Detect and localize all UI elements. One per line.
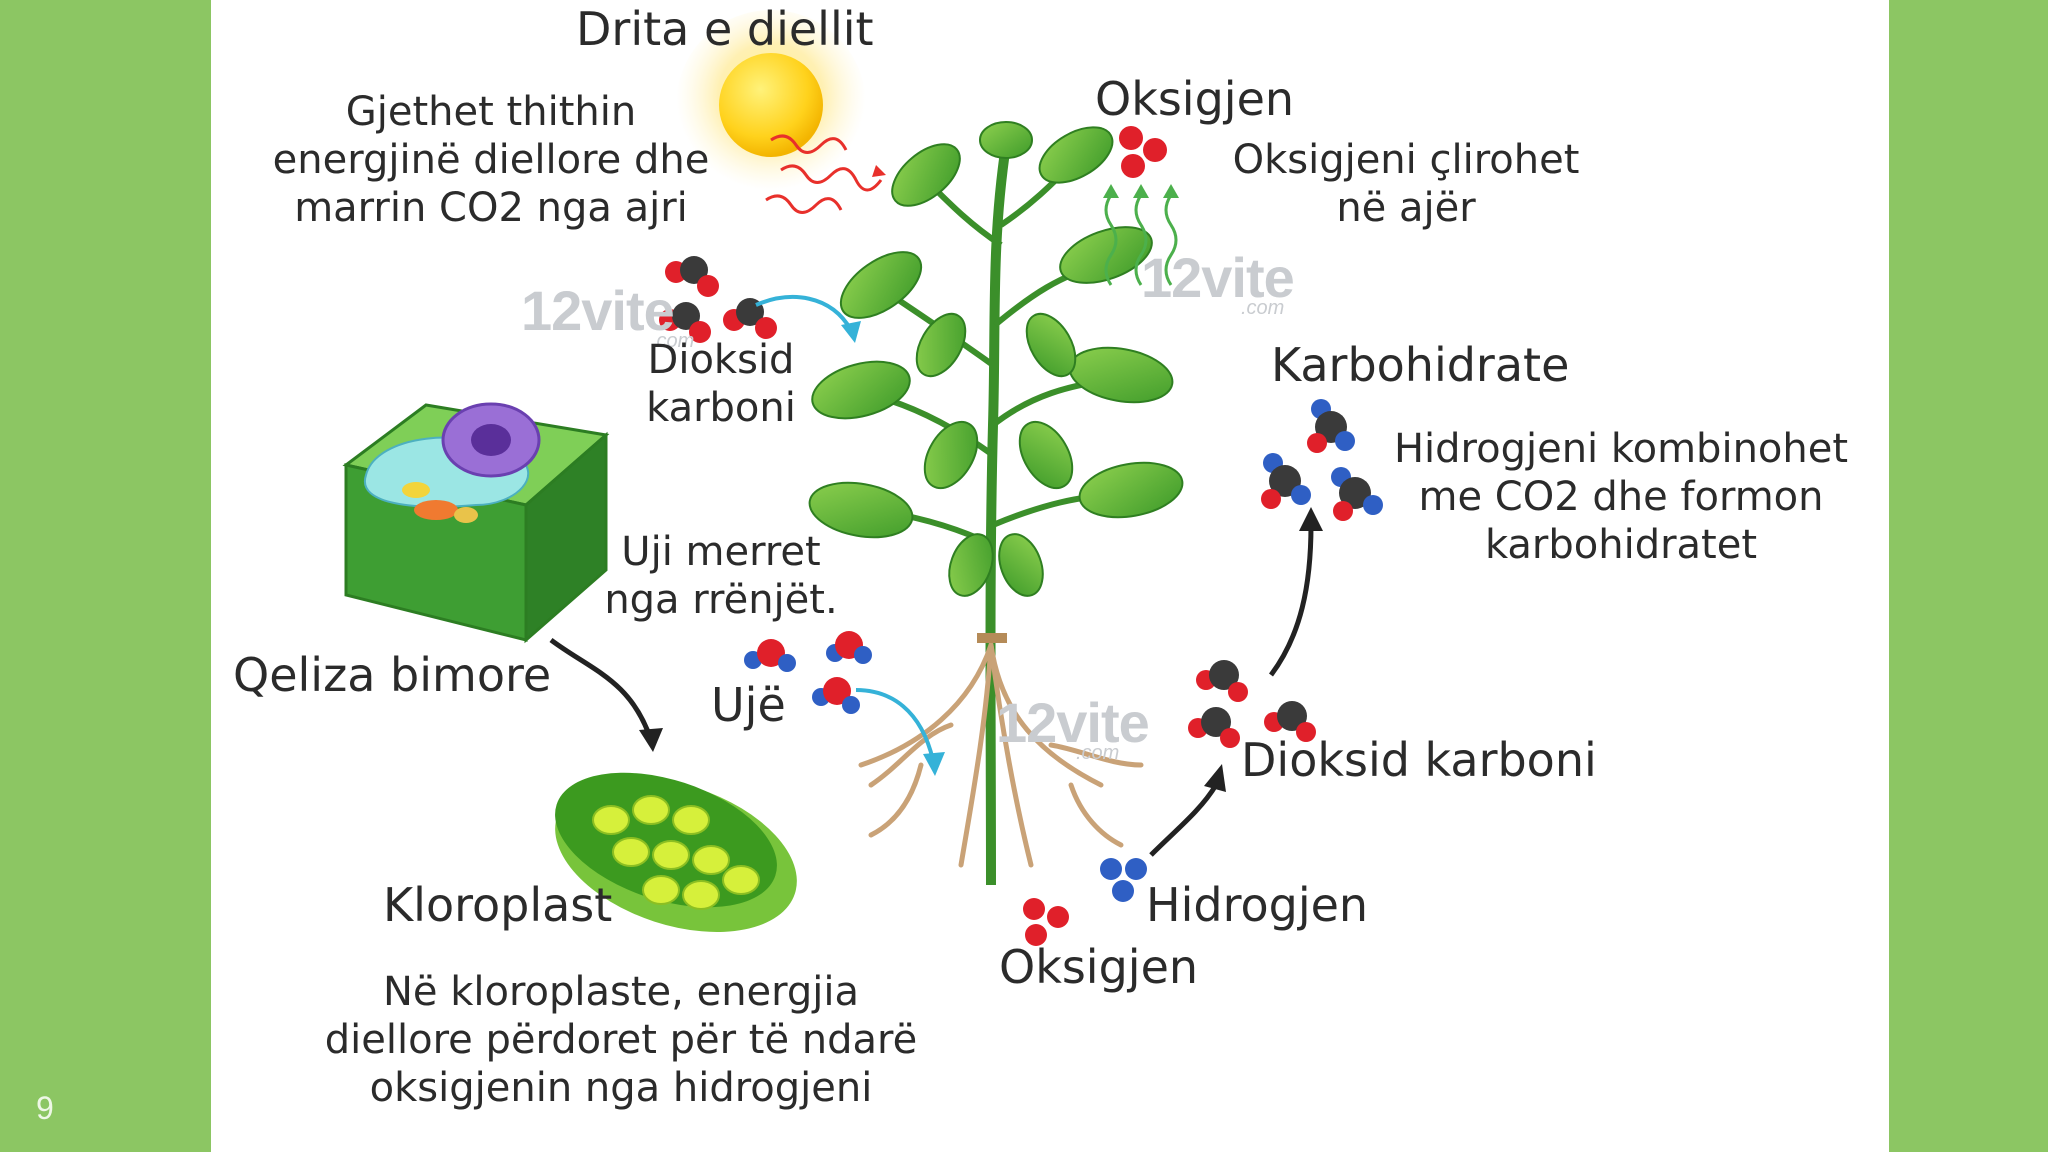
arrow-water-to-root xyxy=(855,688,945,776)
label-leaves-absorb: Gjethet thithin energjinë diellore dhe m… xyxy=(272,89,710,231)
co2-molecules-left xyxy=(659,256,777,343)
watermark-middle: 12vite .com xyxy=(996,691,1150,764)
label-hydrogen-combines: Hidrogjeni kombinohet me CO2 dhe formon … xyxy=(1393,426,1849,568)
oxygen-molecules-top xyxy=(1119,126,1167,178)
arrow-hydrogen-to-co2 xyxy=(1149,764,1226,857)
hydrogen-molecules xyxy=(1100,858,1147,902)
water-molecules xyxy=(744,631,872,714)
sun-rays-icon xyxy=(765,134,886,214)
label-water: Ujë xyxy=(711,678,786,732)
arrow-cell-to-chloroplast xyxy=(549,637,663,752)
label-chloroplast: Kloroplast xyxy=(383,878,613,932)
carbohydrate-molecules xyxy=(1261,399,1383,521)
label-sunlight: Drita e diellit xyxy=(576,2,874,56)
plant-cell-illustration xyxy=(342,402,610,644)
oxygen-release-arrows xyxy=(1103,184,1179,286)
co2-molecules-right xyxy=(1188,660,1316,748)
watermark-top-right: 12vite .com xyxy=(1141,246,1295,319)
chloroplast-illustration xyxy=(555,772,797,932)
label-carbohydrates: Karbohidrate xyxy=(1271,338,1570,392)
label-water-taken: Uji merret nga rrënjët. xyxy=(604,529,838,623)
arrow-co2-to-carbohydrates xyxy=(1268,507,1323,677)
label-co2-left: Dioksid karboni xyxy=(646,337,796,431)
label-chloroplast-note: Në kloroplaste, energjia diellore përdor… xyxy=(324,969,918,1111)
sun-icon xyxy=(676,10,866,200)
label-plant-cell: Qeliza bimore xyxy=(233,648,552,702)
label-oxygen-released: Oksigjeni çlirohet në ajër xyxy=(1232,137,1580,231)
arrow-co2-to-leaf xyxy=(755,295,861,343)
label-co2-right: Dioksid karboni xyxy=(1241,733,1597,787)
plant-illustration xyxy=(808,121,1184,886)
slide-number: 9 xyxy=(36,1090,54,1126)
diagram-panel: 12vite .com 12vite .com 12vite .com Drit… xyxy=(211,0,1889,1152)
watermark-left: 12vite .com xyxy=(521,279,695,352)
label-hydrogen: Hidrogjen xyxy=(1146,878,1369,932)
oxygen-molecules-bottom xyxy=(1023,898,1069,946)
label-oxygen-bottom: Oksigjen xyxy=(999,940,1199,994)
label-oxygen-top: Oksigjen xyxy=(1095,72,1295,126)
